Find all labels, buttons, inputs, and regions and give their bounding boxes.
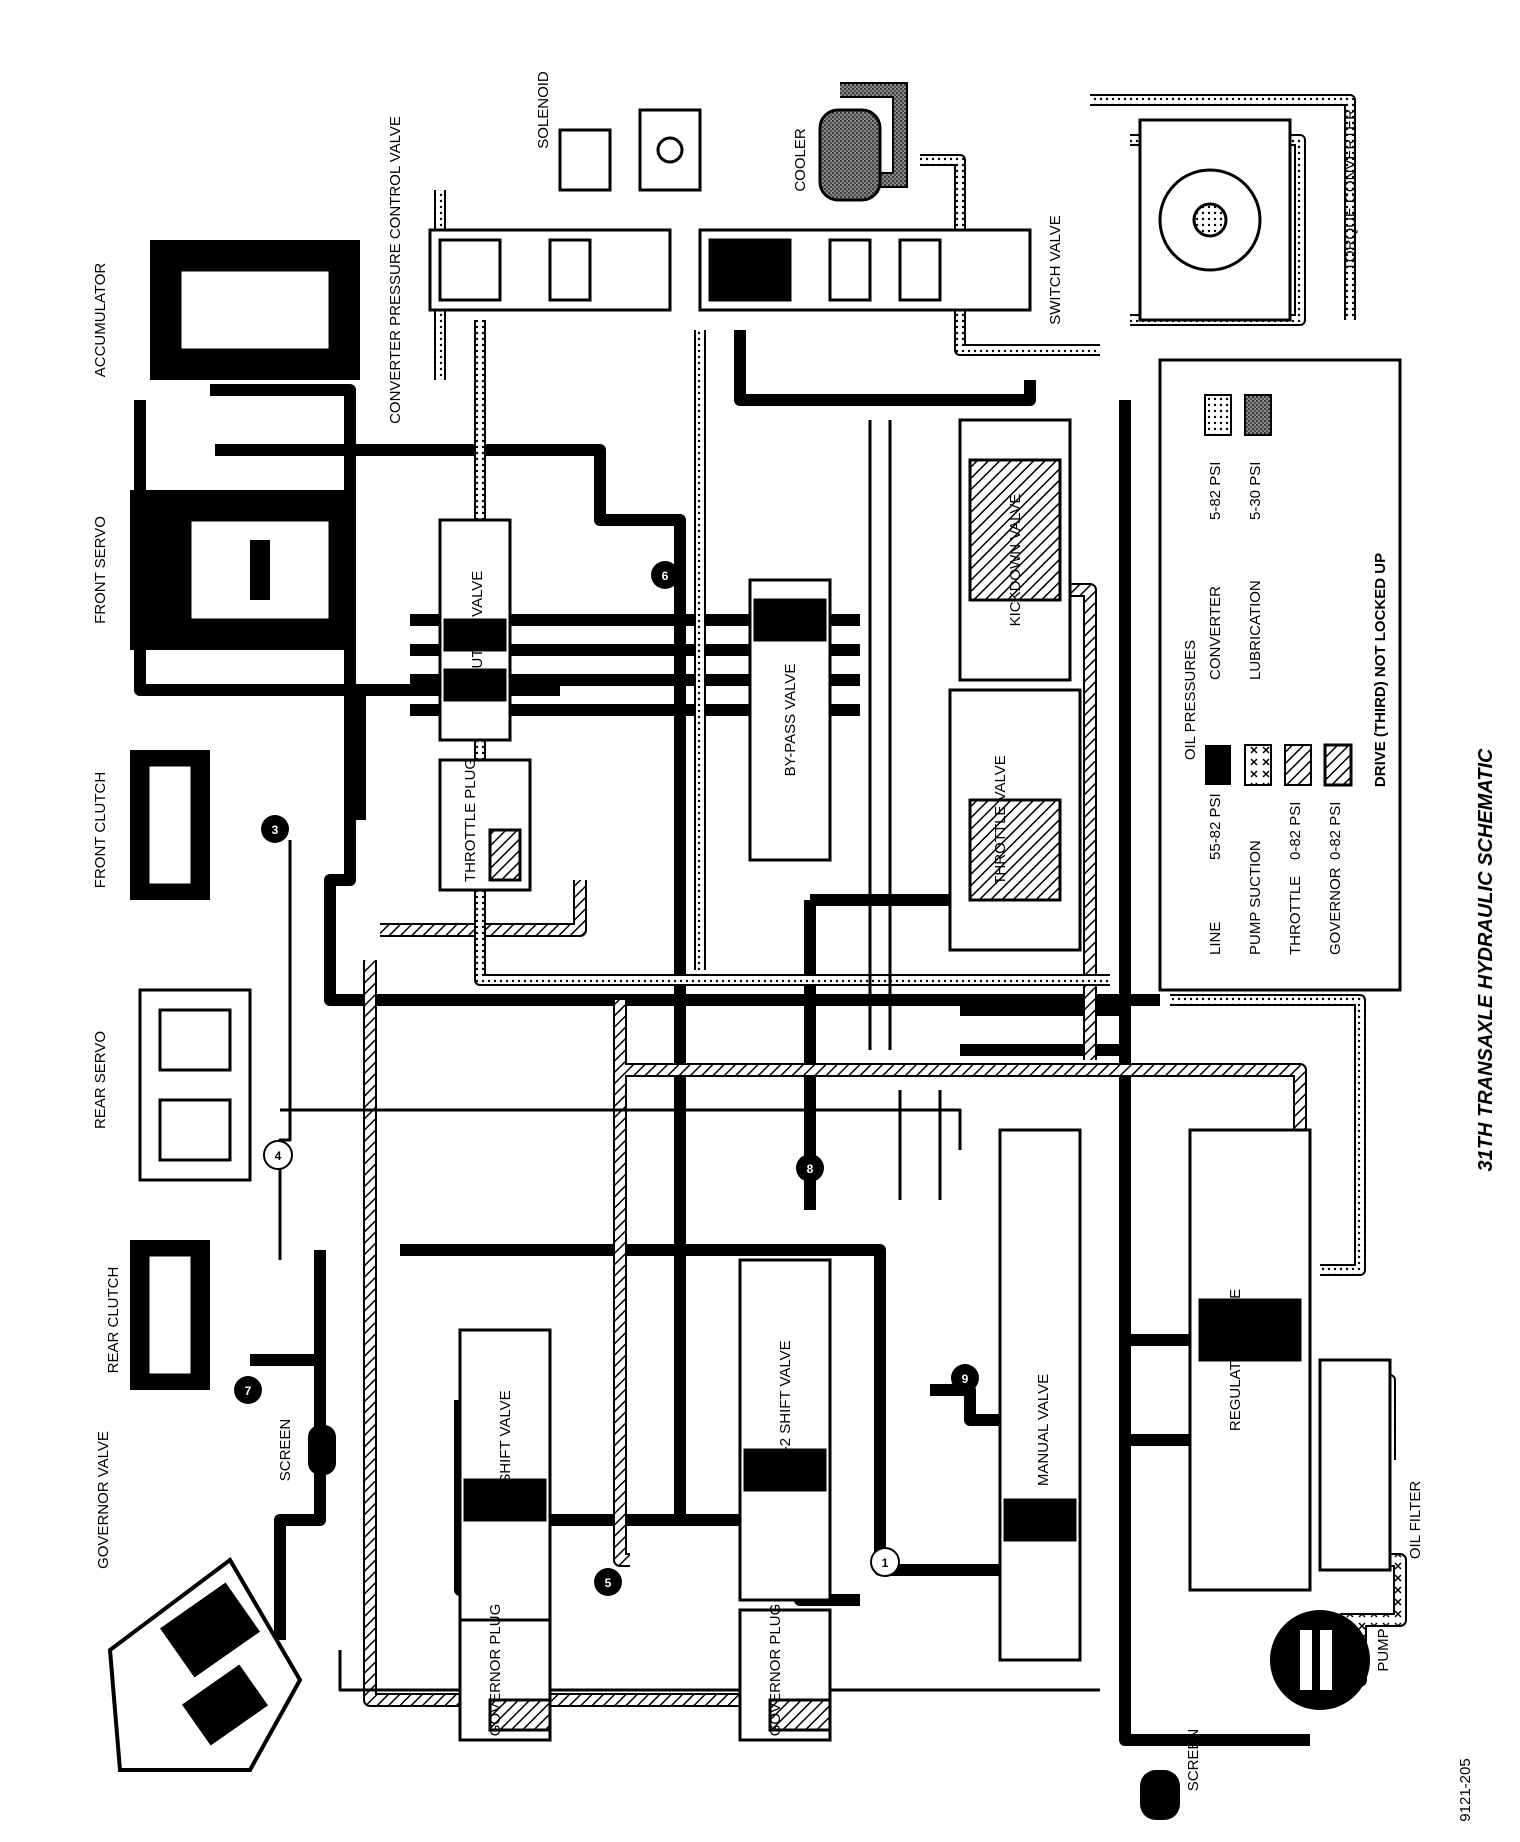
svg-text:CONVERTER: CONVERTER (1207, 586, 1224, 680)
label-screen-pump: SCREEN (1185, 1729, 1202, 1792)
label-governor-plug-1: GOVERNOR PLUG (487, 1604, 504, 1737)
label-shuttle-valve: SHUTTLE VALVE (469, 571, 486, 690)
check-ball: 8 (796, 1154, 824, 1182)
label-governor-plug-2: GOVERNOR PLUG (767, 1604, 784, 1737)
legend-row-line: LINE 55-82 PSI (1205, 745, 1231, 955)
label-oil-filter: OIL FILTER (1407, 1481, 1424, 1560)
label-pump: PUMP (1375, 1628, 1392, 1671)
label-rear-clutch: REAR CLUTCH (105, 1267, 122, 1374)
label-cooler: COOLER (792, 128, 809, 192)
check-ball: 7 (234, 1376, 262, 1404)
check-ball: 4 (263, 1140, 293, 1170)
figure-number: 9121-205 (1457, 1758, 1474, 1821)
torque-converter-body (1138, 118, 1292, 322)
label-kickdown-valve: KICKDOWN VALVE (1007, 494, 1024, 627)
svg-text:THROTTLE: THROTTLE (1287, 876, 1304, 955)
svg-text:GOVERNOR: GOVERNOR (1327, 867, 1344, 955)
governor-plug-1-body (458, 1618, 552, 1742)
label-throttle-valve: THROTTLE VALVE (992, 755, 1009, 884)
label-accumulator: ACCUMULATOR (92, 263, 109, 378)
rear-clutch-body (130, 1240, 210, 1390)
pump-body (1270, 1610, 1370, 1710)
legend-row-governor: GOVERNOR 0-82 PSI (1323, 743, 1353, 955)
label-torque-converter: TORQUE CONVERTER (1342, 109, 1359, 271)
svg-text:5: 5 (605, 1576, 612, 1590)
svg-text:6: 6 (662, 569, 669, 583)
svg-text:55-82 PSI: 55-82 PSI (1207, 793, 1224, 860)
check-balls: 1 3 4 5 6 7 8 9 (234, 561, 979, 1596)
front-servo-body (130, 490, 350, 650)
switch-valve-body (698, 228, 1032, 312)
legend-row-pump-suction: PUMP SUCTION (1244, 744, 1272, 955)
check-ball: 3 (261, 815, 289, 843)
svg-text:LINE: LINE (1207, 922, 1224, 955)
label-front-clutch: FRONT CLUTCH (92, 772, 109, 888)
line-pressure-passages (134, 330, 1310, 1746)
shift-valve-23-body (458, 1328, 552, 1632)
legend-row-lubrication: LUBRICATION 5-30 PSI (1244, 394, 1272, 680)
legend-footer: DRIVE (THIRD) NOT LOCKED UP (1372, 553, 1389, 787)
label-solenoid: SOLENOID (535, 71, 552, 149)
oil-pressure-legend: OIL PRESSURES LINE 55-82 PSI PUMP SUCTIO… (1158, 358, 1402, 992)
svg-text:3: 3 (272, 823, 279, 837)
cooler-body (818, 108, 882, 202)
label-manual-valve: MANUAL VALVE (1035, 1374, 1052, 1486)
kickdown-valve-body (958, 418, 1072, 682)
label-screen-governor: SCREEN (277, 1419, 294, 1482)
legend-row-converter: CONVERTER 5-82 PSI (1204, 394, 1232, 680)
oil-filter-body (1318, 1358, 1392, 1572)
throttle-plug-body (438, 758, 532, 892)
svg-text:9: 9 (962, 1372, 969, 1386)
svg-text:PUMP SUCTION: PUMP SUCTION (1247, 840, 1264, 955)
check-ball: 6 (651, 561, 679, 589)
label-throttle-plug: THROTTLE PLUG (462, 758, 479, 882)
converter-pressure-control-valve-body (428, 228, 672, 312)
label-bypass-valve: BY-PASS VALVE (782, 664, 799, 777)
pump-screen-body (1140, 1770, 1180, 1820)
legend-row-throttle: THROTTLE 0-82 PSI (1284, 744, 1312, 955)
label-shift-valve-12: 1-2 SHIFT VALVE (777, 1340, 794, 1459)
label-switch-valve: SWITCH VALVE (1047, 215, 1064, 324)
legend-heading: OIL PRESSURES (1182, 640, 1199, 760)
regulator-valve-body (1188, 1128, 1312, 1592)
rear-servo-body (138, 988, 252, 1182)
governor-pressure-passages (278, 420, 1100, 1692)
manual-valve-body (998, 1128, 1082, 1662)
svg-text:8: 8 (807, 1162, 814, 1176)
label-shift-valve-23: 2-3 SHIFT VALVE (497, 1390, 514, 1509)
check-ball: 9 (951, 1364, 979, 1392)
svg-text:5-82 PSI: 5-82 PSI (1207, 462, 1224, 520)
svg-text:7: 7 (245, 1384, 252, 1398)
label-regulator-valve: REGULATOR VALVE (1227, 1289, 1244, 1431)
accumulator-body (150, 240, 360, 380)
svg-text:1: 1 (882, 1556, 889, 1570)
check-ball: 1 (870, 1547, 900, 1577)
governor-plug-2-body (738, 1608, 832, 1742)
check-ball: 5 (594, 1568, 622, 1596)
label-converter-pressure-control-valve: CONVERTER PRESSURE CONTROL VALVE (387, 116, 404, 424)
label-governor-valve: GOVERNOR VALVE (95, 1431, 112, 1569)
governor-screen-body (308, 1425, 336, 1475)
svg-text:0-82 PSI: 0-82 PSI (1287, 802, 1304, 860)
component-labels: ACCUMULATOR FRONT SERVO FRONT CLUTCH REA… (92, 71, 1424, 1791)
label-front-servo: FRONT SERVO (92, 516, 109, 624)
shuttle-valve-body (438, 518, 512, 742)
solenoid-body (558, 108, 702, 192)
svg-text:0-82 PSI: 0-82 PSI (1327, 802, 1344, 860)
bypass-valve-body (748, 578, 832, 862)
shift-valve-12-body (738, 1258, 832, 1602)
front-clutch-body (130, 750, 210, 900)
svg-text:5-30 PSI: 5-30 PSI (1247, 462, 1264, 520)
throttle-valve-body (948, 688, 1082, 952)
svg-text:4: 4 (275, 1149, 282, 1163)
svg-text:LUBRICATION: LUBRICATION (1247, 580, 1264, 680)
governor-valve-body (107, 1557, 303, 1772)
schematic-title: 31TH TRANSAXLE HYDRAULIC SCHEMATIC (1475, 748, 1497, 1172)
label-rear-servo: REAR SERVO (92, 1031, 109, 1129)
